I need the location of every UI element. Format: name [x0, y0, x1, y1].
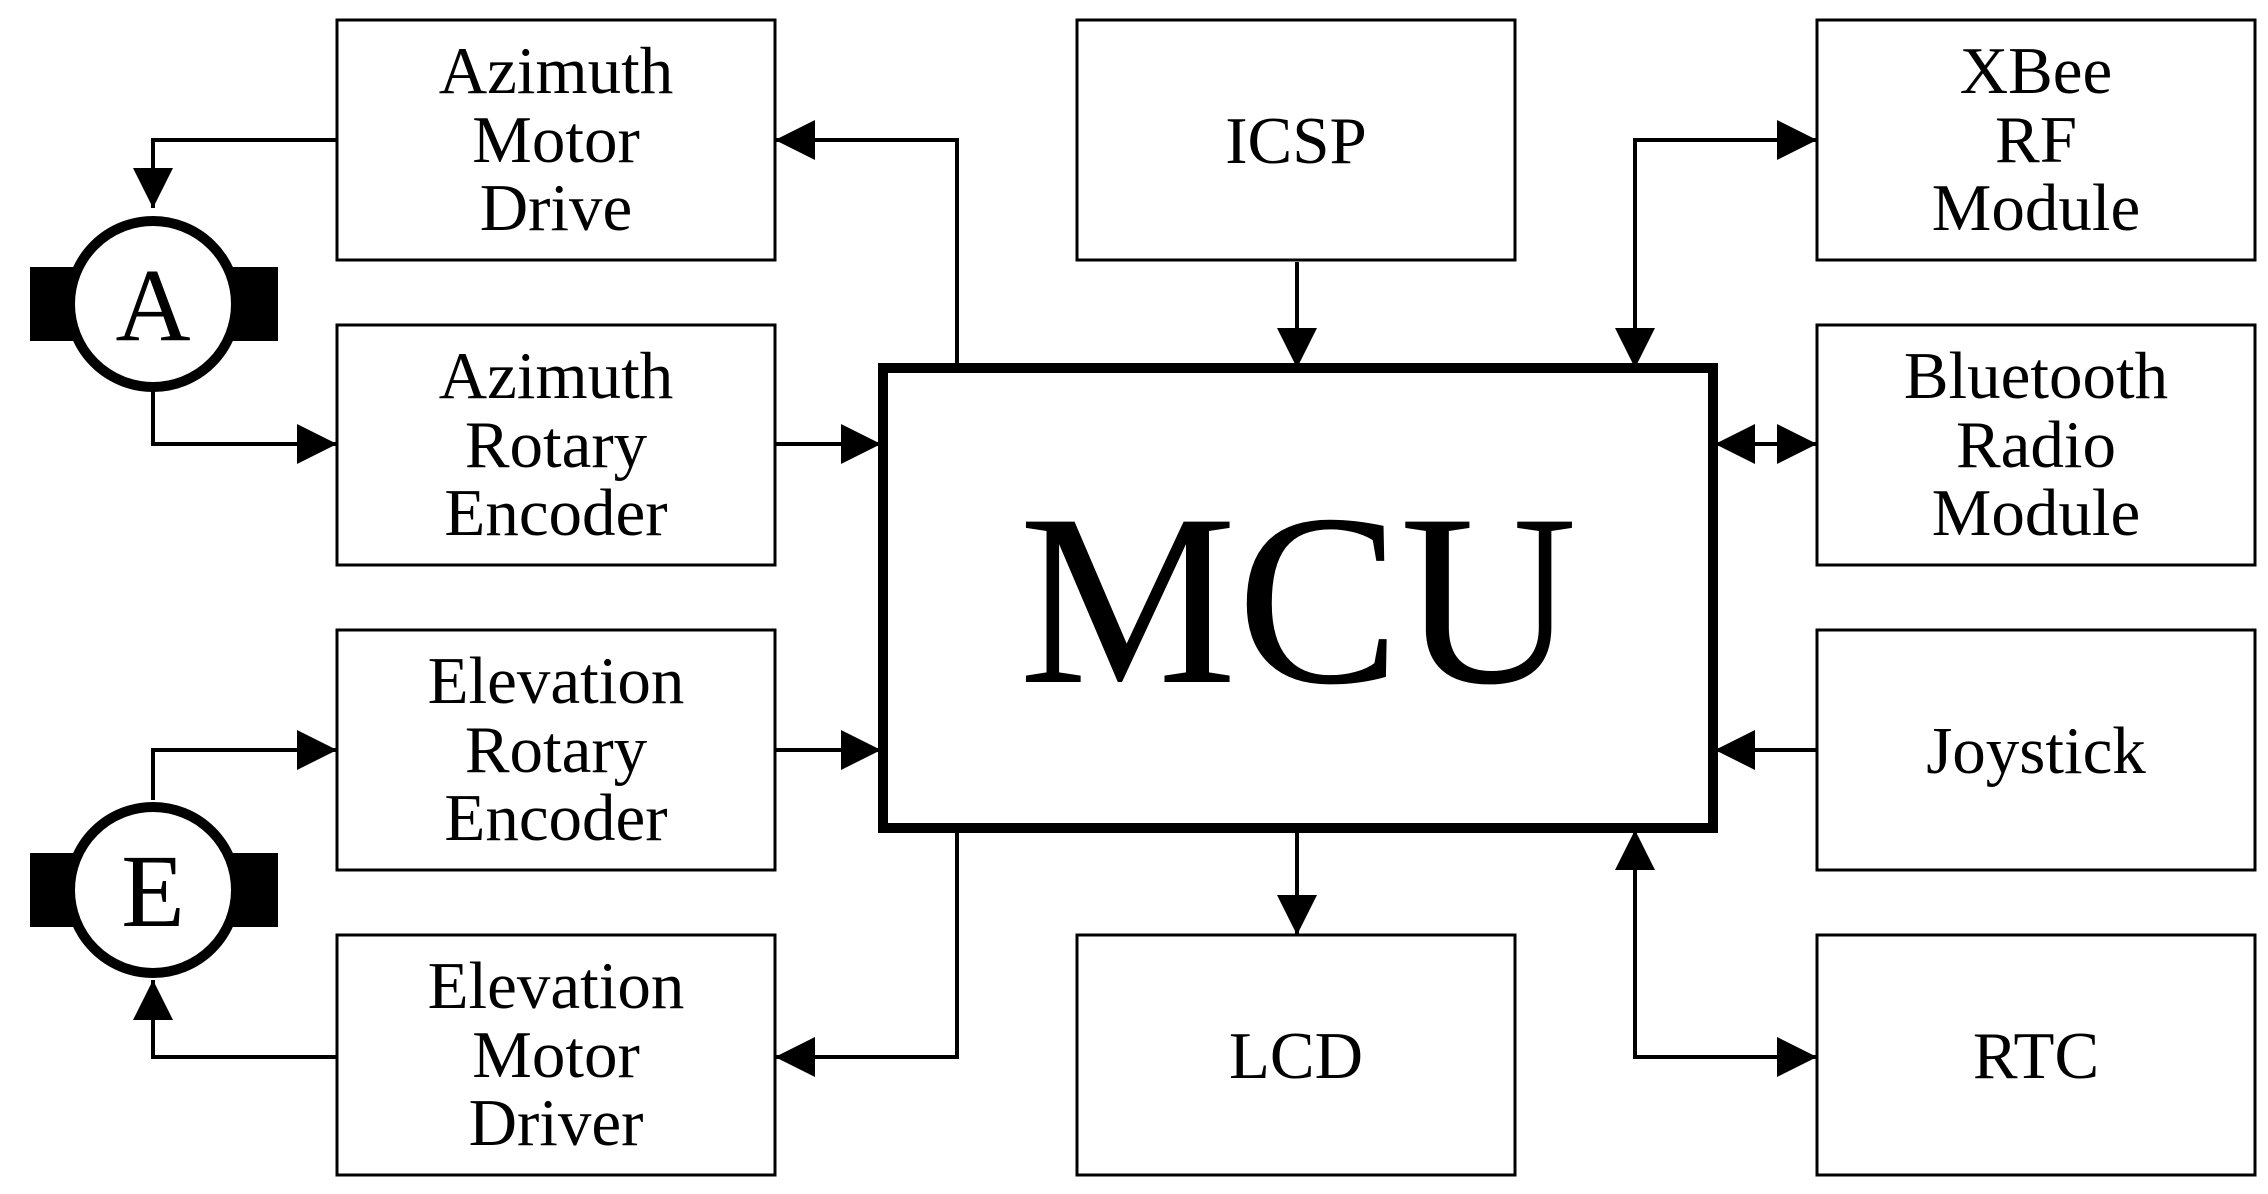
elevation-rotary-encoder-line3: Encoder	[444, 781, 667, 855]
block-azimuth-rotary-encoder: Azimuth Rotary Encoder	[335, 323, 777, 567]
wire-mcu-to-elevation-driver	[775, 830, 959, 1077]
block-mcu: MCU	[878, 363, 1718, 833]
block-elevation-motor-driver: Elevation Motor Driver	[335, 933, 777, 1177]
joystick-label: Joystick	[1926, 714, 2146, 788]
azimuth-rotary-encoder-line3: Encoder	[444, 476, 667, 550]
motor-elevation-icon: E	[30, 802, 278, 978]
rtc-label: RTC	[1973, 1019, 2099, 1093]
elevation-motor-driver-line3: Driver	[469, 1086, 644, 1160]
azimuth-motor-drive-line2: Motor	[472, 103, 640, 177]
connections	[133, 120, 1817, 1077]
xbee-line3: Module	[1932, 171, 2140, 245]
xbee-line1: XBee	[1960, 34, 2113, 108]
block-azimuth-motor-drive: Azimuth Motor Drive	[335, 18, 777, 262]
block-xbee-rf-module: XBee RF Module	[1815, 18, 2257, 262]
lcd-label: LCD	[1229, 1019, 1363, 1093]
wire-motor-a-to-azimuth-encoder	[151, 388, 337, 464]
motor-azimuth-icon: A	[30, 216, 278, 392]
elevation-motor-driver-line2: Motor	[472, 1018, 640, 1092]
xbee-line2: RF	[1995, 103, 2077, 177]
elevation-motor-driver-line1: Elevation	[428, 949, 685, 1023]
motor-elevation-label: E	[121, 834, 185, 949]
wire-mcu-rtc-bidirectional	[1615, 830, 1817, 1077]
wire-mcu-xbee-bidirectional	[1615, 120, 1817, 368]
azimuth-rotary-encoder-line1: Azimuth	[439, 339, 673, 413]
wire-motor-e-to-elevation-encoder	[151, 730, 337, 800]
block-lcd: LCD	[1075, 933, 1517, 1177]
mcu-label: MCU	[1019, 464, 1577, 735]
azimuth-motor-drive-line1: Azimuth	[439, 34, 673, 108]
icsp-label: ICSP	[1225, 104, 1367, 178]
wire-mcu-to-azimuth-drive	[775, 120, 959, 365]
azimuth-rotary-encoder-line2: Rotary	[465, 408, 648, 482]
elevation-rotary-encoder-line1: Elevation	[428, 644, 685, 718]
bluetooth-line1: Bluetooth	[1904, 339, 2168, 413]
bluetooth-line3: Module	[1932, 476, 2140, 550]
motor-azimuth-label: A	[115, 248, 190, 363]
block-icsp: ICSP	[1075, 18, 1517, 262]
elevation-rotary-encoder-line2: Rotary	[465, 713, 648, 787]
wire-azimuth-drive-to-motor-a	[133, 138, 337, 208]
block-rtc: RTC	[1815, 933, 2257, 1177]
azimuth-motor-drive-line3: Drive	[480, 171, 633, 245]
block-joystick: Joystick	[1815, 628, 2257, 872]
block-bluetooth-radio-module: Bluetooth Radio Module	[1815, 323, 2257, 567]
block-elevation-rotary-encoder: Elevation Rotary Encoder	[335, 628, 777, 872]
bluetooth-line2: Radio	[1956, 408, 2116, 482]
wire-elevation-driver-to-motor-e	[133, 980, 337, 1059]
